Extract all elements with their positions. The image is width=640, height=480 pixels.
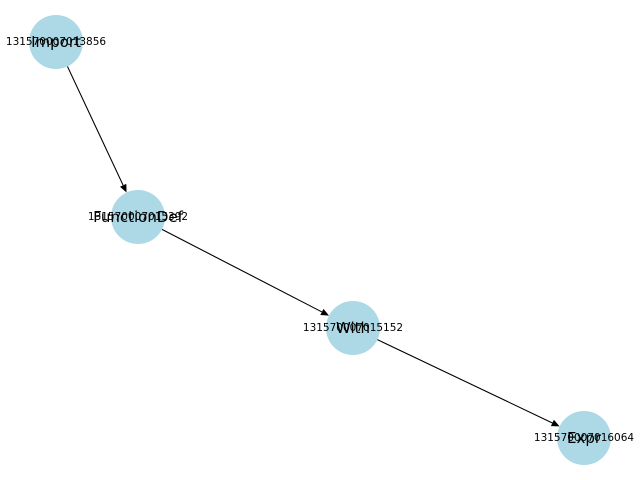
edge-line [161,228,323,313]
edge-line [377,339,553,424]
node-id-label: 131570007013856 [6,36,107,48]
node-type-label: Import [31,33,81,51]
node-circle [326,301,380,355]
node-id-label: 131570007015392 [88,211,188,223]
node-circle [29,15,83,69]
edge-arrow [66,66,127,193]
node-type-label: With [336,319,370,337]
edges-layer [66,66,560,427]
nodes-layer: Import131570007013856FunctionDef13157000… [6,15,635,465]
node-circle [557,411,611,465]
arrowhead-icon [320,308,330,316]
node-id-label: 131570007016064 [534,432,635,444]
arrowhead-icon [550,419,560,427]
edge-line [66,66,124,186]
node-circle [111,190,165,244]
node-type-label: FunctionDef [93,208,184,226]
edge-arrow [161,228,330,316]
edge-arrow [377,339,560,427]
arrowhead-icon [119,183,127,193]
node-id-label: 131570007015152 [303,322,403,334]
node-type-label: Expr [567,429,602,447]
